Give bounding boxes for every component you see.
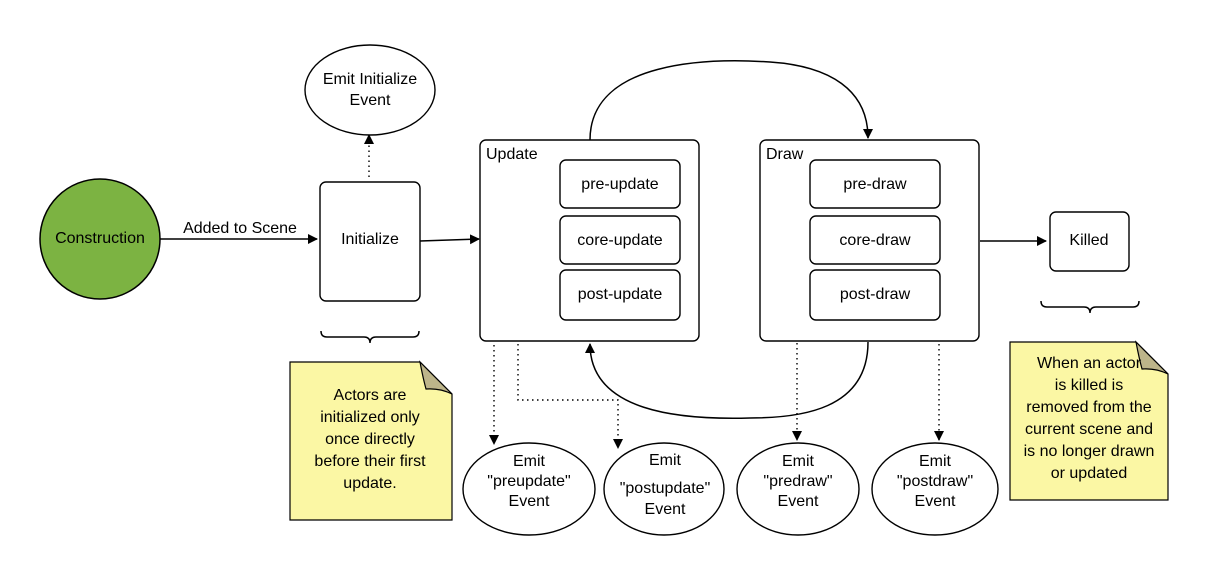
pre-draw-box — [809, 159, 941, 209]
emit-postupdate-line-3: Event — [645, 501, 686, 518]
emit-postdraw-line-3: Event — [915, 493, 956, 510]
construction-node: Construction — [39, 178, 161, 300]
killed-note-line-3: removed from the — [1026, 399, 1151, 416]
draw-to-update-arrow — [585, 341, 869, 419]
emit-predraw-line-3: Event — [778, 493, 819, 510]
initialize-note-line-2: initialized only — [320, 409, 420, 426]
initialize-to-update-arrow — [419, 234, 480, 245]
emit-postdraw-line-1: Emit — [919, 453, 952, 470]
emit-preupdate-line-3: Event — [509, 493, 550, 510]
core-draw-label: core-draw — [839, 232, 911, 249]
initialize-brace — [320, 330, 420, 344]
construction-circle — [39, 178, 161, 300]
emit-initialize-line-2: Event — [350, 92, 391, 109]
killed-note-paper — [1009, 341, 1169, 501]
post-update-box — [559, 269, 681, 321]
emit-postdraw-line-2: "postdraw" — [897, 473, 973, 490]
core-update-label: core-update — [577, 232, 662, 249]
emit-predraw-line-2: "predraw" — [763, 473, 832, 490]
construction-label: Construction — [55, 230, 145, 247]
emit-preupdate-line-2: "preupdate" — [487, 473, 570, 490]
emit-predraw-line-1: Emit — [782, 453, 815, 470]
initialize-box — [319, 181, 421, 302]
killed-brace — [1040, 300, 1140, 314]
emit-preupdate-line-1: Emit — [513, 453, 546, 470]
killed-note: When an actor is killed is removed from … — [1009, 340, 1169, 501]
post-update-label: post-update — [578, 286, 663, 303]
emit-postupdate-line-1: Emit — [649, 452, 682, 469]
update-to-draw-arrow — [589, 60, 873, 141]
emit-postupdate-ellipse — [603, 442, 725, 536]
postupdate-event-arrow — [517, 293, 623, 449]
emit-initialize-line-1: Emit Initialize — [323, 71, 417, 88]
update-group-label: Update — [486, 146, 538, 163]
emit-postdraw-ellipse — [871, 442, 999, 536]
initialize-note-line-4: before their first — [314, 453, 426, 470]
draw-group-label: Draw — [766, 146, 804, 163]
killed-label: Killed — [1069, 232, 1108, 249]
post-draw-label: post-draw — [840, 286, 911, 303]
killed-note-line-2: is killed is — [1055, 377, 1123, 394]
initialize-node: Initialize — [319, 181, 421, 302]
initialize-note-line-1: Actors are — [334, 387, 407, 404]
killed-note-line-5: is no longer drawn — [1024, 443, 1155, 460]
emit-predraw-node: Emit "predraw" Event — [736, 442, 860, 536]
killed-node: Killed — [1049, 211, 1130, 272]
core-update-box — [559, 215, 681, 265]
added-to-scene-label: Added to Scene — [183, 220, 297, 237]
core-draw-box — [809, 215, 941, 265]
initialize-note: Actors are initialized only once directl… — [289, 360, 453, 521]
post-draw-box — [809, 269, 941, 321]
pre-update-box — [559, 159, 681, 209]
killed-box — [1049, 211, 1130, 272]
killed-note-line-4: current scene and — [1025, 421, 1153, 438]
update-group: Update pre-update core-update post-updat… — [479, 139, 700, 342]
draw-group: Draw pre-draw core-draw post-draw — [759, 139, 980, 342]
initialize-note-line-5: update. — [343, 475, 396, 492]
edges: Added to Scene — [160, 60, 1047, 449]
emit-initialize-node: Emit Initialize Event — [304, 44, 436, 136]
pre-draw-label: pre-draw — [843, 176, 907, 193]
killed-note-line-1: When an actor — [1037, 355, 1142, 372]
emit-initialize-ellipse — [304, 44, 436, 136]
emit-predraw-ellipse — [736, 442, 860, 536]
initialize-note-paper — [289, 361, 453, 521]
killed-note-fold — [1135, 340, 1169, 375]
emit-postupdate-line-2: "postupdate" — [620, 480, 711, 497]
initialize-label: Initialize — [341, 231, 399, 248]
initialize-note-line-3: once directly — [325, 431, 415, 448]
emit-postupdate-node: Emit "postupdate" Event — [603, 442, 725, 536]
emit-preupdate-node: Emit "preupdate" Event — [462, 442, 596, 536]
emit-preupdate-ellipse — [462, 442, 596, 536]
pre-update-label: pre-update — [581, 176, 658, 193]
killed-note-line-6: or updated — [1051, 465, 1128, 482]
initialize-note-fold — [419, 360, 453, 395]
emit-postdraw-node: Emit "postdraw" Event — [871, 442, 999, 536]
